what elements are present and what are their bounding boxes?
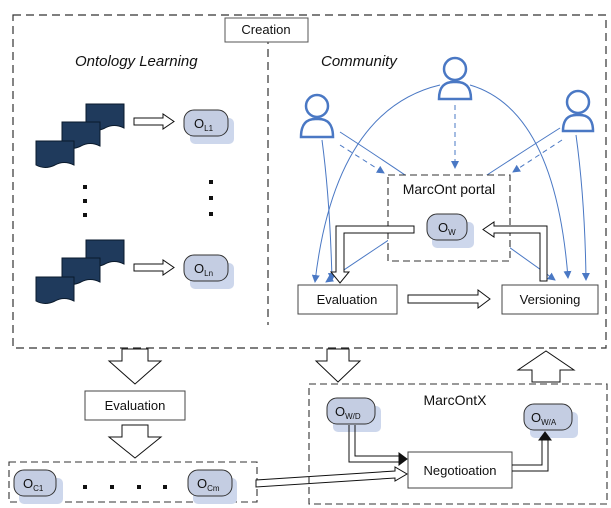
arrow-evaluation-to-versioning [407, 289, 491, 309]
arrow-user-left-to-evaluation [321, 139, 336, 281]
horizontal-ellipsis [83, 485, 167, 489]
document-stack-bottom [35, 239, 125, 304]
user-icon-center [437, 56, 473, 101]
ontology-node-owd: OW/D [326, 397, 381, 432]
versioning-label: Versioning [520, 292, 581, 307]
svg-text:OLn: OLn [194, 261, 213, 278]
creation-box: Creation [224, 17, 309, 43]
dashed-arrow-right-to-portal [512, 139, 563, 173]
marcontx-title: MarcOntX [423, 392, 487, 408]
evaluation-bottom-label: Evaluation [105, 398, 166, 413]
arrow-doc-to-oln [133, 259, 175, 276]
svg-text:OW/D: OW/D [335, 404, 361, 421]
creation-label: Creation [241, 22, 290, 37]
arrow-user-right-to-versioning [575, 134, 590, 281]
arrow-versioning-to-ow [482, 221, 548, 282]
negotiation-label: Negotioation [424, 463, 497, 478]
marcontx-region [308, 383, 608, 505]
svg-text:OCm: OCm [197, 476, 220, 493]
document-icon [35, 276, 75, 304]
ontology-node-oc1: OC1 [13, 469, 63, 504]
arrow-user-center-to-versioning [469, 84, 572, 279]
ontology-node-ow: OW [426, 213, 474, 248]
user-icon-left [299, 93, 335, 139]
creation-region [12, 14, 607, 349]
svg-text:OL1: OL1 [194, 116, 214, 133]
user-icon-right [561, 89, 595, 133]
evaluation-bottom-box: Evaluation [84, 390, 186, 421]
negotiation-box: Negotioation [407, 451, 513, 489]
ontology-node-owa: OW/A [523, 403, 578, 438]
vertical-ellipsis-right [209, 180, 213, 216]
dashed-arrow-left-to-portal [339, 144, 385, 174]
arrow-user-center-to-evaluation [311, 84, 441, 283]
arrow-community-to-marcontx [314, 348, 362, 383]
community-title: Community [321, 53, 398, 70]
arrow-candidates-to-negotiation [255, 466, 408, 488]
ontology-learning-title: Ontology Learning [75, 53, 198, 70]
evaluation-community-label: Evaluation [317, 292, 378, 307]
versioning-box: Versioning [501, 284, 599, 315]
vertical-ellipsis-left [83, 185, 87, 217]
ontology-node-oln: OLn [183, 254, 234, 289]
portal-title: MarcOnt portal [403, 181, 496, 197]
svg-text:OC1: OC1 [23, 476, 44, 493]
svg-text:OW/A: OW/A [531, 410, 557, 427]
arrow-creation-to-evaluation [107, 348, 163, 385]
arrow-owd-to-negotiation [348, 425, 408, 466]
document-icon [35, 140, 75, 168]
svg-text:OW: OW [438, 220, 456, 237]
ontology-node-ol1: OL1 [183, 109, 234, 144]
arrow-doc-to-ol1 [133, 113, 175, 130]
arrow-negotiation-to-owa [512, 431, 552, 472]
document-stack-top [35, 103, 125, 168]
arrow-evaluation-to-consensus [107, 424, 163, 459]
evaluation-community-box: Evaluation [297, 284, 398, 315]
arrow-marcontx-to-community [516, 350, 576, 383]
arrow-ow-to-evaluation [329, 225, 415, 284]
ontology-node-ocm: OCm [187, 469, 237, 504]
